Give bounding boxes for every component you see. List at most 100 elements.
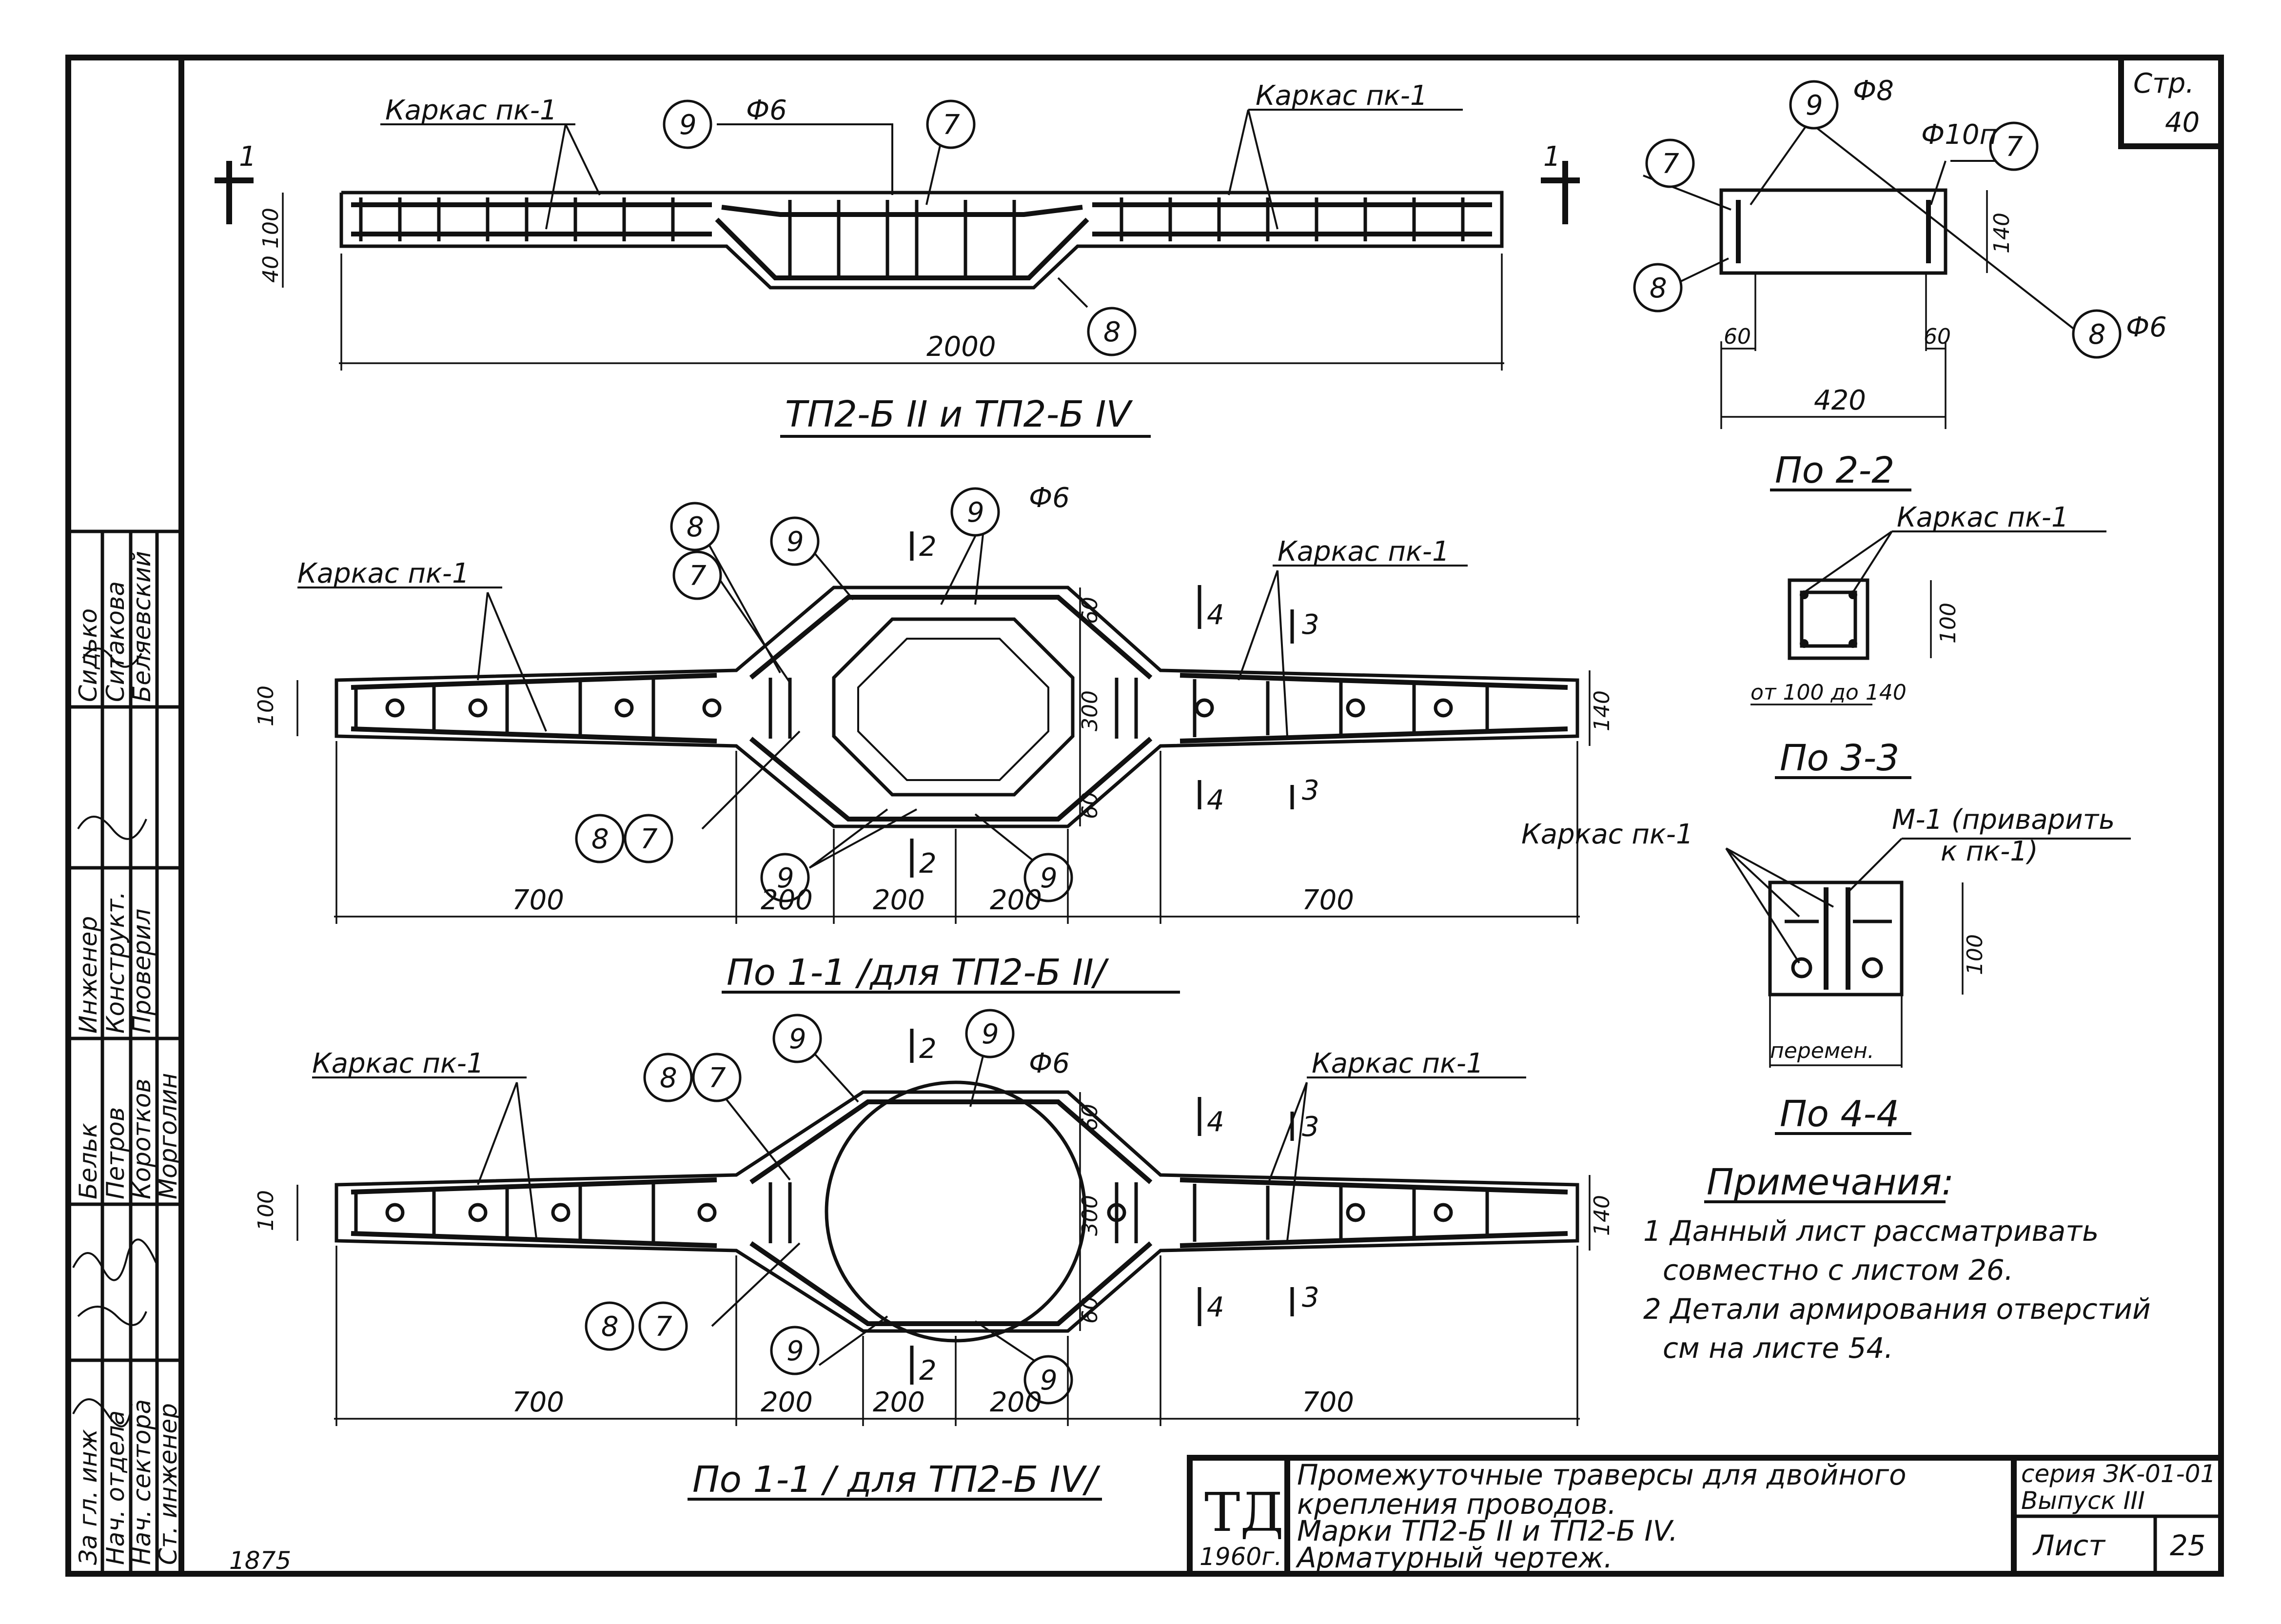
stamp-role: За гл. инж xyxy=(74,1429,102,1565)
dim-100: 100 xyxy=(254,685,278,726)
elevation-view: 1 1 2000 40 100 Каркас пк-1 Каркас пк-1 … xyxy=(215,80,1580,438)
stamp-role: Нач. отдела xyxy=(101,1410,130,1565)
cut-label: 2 xyxy=(919,1033,937,1065)
label-phi6: Ф6 xyxy=(746,95,787,126)
dim-140: 140 xyxy=(1590,1195,1614,1236)
title-elevation: ТП2-Б II и ТП2-Б IV xyxy=(785,393,1133,435)
dim-2000: 2000 xyxy=(926,331,996,363)
dim-100: 100 xyxy=(254,1190,278,1231)
dim-40-100: 40 100 xyxy=(258,208,283,283)
callout-7: 7 xyxy=(708,1062,726,1094)
dim-700: 700 xyxy=(512,884,564,916)
stamp-year: 1960г. xyxy=(1199,1543,1282,1571)
plan-tp2-b-iv: 2 2 4 4 3 3 Каркас пк-1 Каркас пк-1 Ф6 9… xyxy=(254,1009,1614,1501)
stamp-name: Коротков xyxy=(128,1078,156,1199)
callout-8: 8 xyxy=(601,1311,619,1343)
title-line: Марки ТП2-Б II и ТП2-Б IV. xyxy=(1297,1514,1678,1547)
stamp-role: Инженер xyxy=(74,916,102,1034)
callout-8: 8 xyxy=(2088,319,2106,351)
dim-700: 700 xyxy=(1302,884,1354,916)
stamp-role: Проверил xyxy=(128,909,156,1034)
cut-label: 4 xyxy=(1207,1291,1224,1323)
callout-9: 9 xyxy=(787,526,804,558)
dim-100: 100 xyxy=(1963,934,1987,975)
sheet-number: 25 xyxy=(2170,1529,2206,1562)
callout-7: 7 xyxy=(1662,148,1679,180)
plan-bolt-holes xyxy=(385,698,1453,718)
label-m1b: к пк-1) xyxy=(1941,836,2038,867)
callout-9: 9 xyxy=(787,1335,804,1367)
dim-60: 60 xyxy=(1078,597,1102,624)
callout-7: 7 xyxy=(943,109,960,141)
cut-label: 3 xyxy=(1302,609,1319,641)
dim-140: 140 xyxy=(1590,690,1614,731)
cut-label: 1 xyxy=(1543,141,1561,173)
stamp-name: Бельк xyxy=(74,1123,102,1199)
stamp-name: Ситакова xyxy=(101,581,130,702)
left-stamp: За гл. инж Нач. отдела Нач. сектора Ст. … xyxy=(72,551,291,1575)
callout-7: 7 xyxy=(655,1311,672,1343)
callout-8: 8 xyxy=(1103,316,1121,348)
cut-label: 4 xyxy=(1207,784,1224,816)
label-karkas: Каркас пк-1 xyxy=(1256,80,1428,112)
sheet-frame xyxy=(65,55,2224,1577)
sheet-label: Лист xyxy=(2032,1529,2106,1562)
notes-heading: Примечания: xyxy=(1707,1161,1954,1203)
callout-8: 8 xyxy=(591,823,609,855)
page-number-box: Стр. 40 xyxy=(2118,58,2221,149)
dim-100: 100 xyxy=(1936,603,1961,644)
callout-9: 9 xyxy=(789,1023,806,1055)
inventory-number: 1875 xyxy=(229,1546,291,1575)
title-plan-iv: По 1-1 / для ТП2-Б IV/ xyxy=(692,1459,1101,1501)
stamp-role: Конструкт. xyxy=(101,891,130,1034)
label-karkas: Каркас пк-1 xyxy=(312,1048,484,1079)
section-4-4: Каркас пк-1 М-1 (приварить к пк-1) 100 п… xyxy=(1521,804,2131,1135)
label-m1: М-1 (приварить xyxy=(1892,804,2115,836)
note-line: совместно с листом 26. xyxy=(1663,1253,2013,1287)
dim-200: 200 xyxy=(873,884,925,916)
callout-9: 9 xyxy=(982,1018,999,1050)
label-karkas: Каркас пк-1 xyxy=(1521,819,1693,850)
callout-9: 9 xyxy=(1040,1365,1058,1396)
cut-label: 3 xyxy=(1302,1111,1319,1143)
callout-7: 7 xyxy=(689,560,707,592)
dim-60: 60 xyxy=(1078,792,1102,819)
stamp-name: Морголин xyxy=(154,1073,182,1199)
cut-label: 2 xyxy=(919,1355,937,1387)
section-2-2: 9 7 7 8 8 Ф8 Ф10п Ф6 420 60 60 140 По 2-… xyxy=(1633,75,2167,491)
callout-9: 9 xyxy=(967,497,984,528)
dim-60: 60 xyxy=(1078,1104,1102,1131)
dim-range: от 100 до 140 xyxy=(1750,680,1907,705)
cut-label: 4 xyxy=(1207,599,1224,631)
signature-scribble xyxy=(72,647,157,1428)
label-phi10: Ф10п xyxy=(1921,119,1997,151)
title-section-2-2: По 2-2 xyxy=(1775,450,1894,491)
title-section-3-3: По 3-3 xyxy=(1780,737,1899,779)
callout-8: 8 xyxy=(1650,273,1667,304)
page-label: Стр. xyxy=(2133,68,2194,99)
dim-700: 700 xyxy=(1302,1387,1354,1418)
callout-7: 7 xyxy=(640,823,658,855)
label-karkas: Каркас пк-1 xyxy=(1312,1048,1484,1079)
plan-bolt-holes xyxy=(385,1203,1453,1222)
label-karkas: Каркас пк-1 xyxy=(1278,536,1450,567)
cut-label: 4 xyxy=(1207,1106,1224,1138)
callout-9: 9 xyxy=(1040,862,1058,894)
dim-60: 60 xyxy=(1724,324,1751,349)
label-phi8: Ф8 xyxy=(1853,75,1894,107)
dim-60: 60 xyxy=(1924,324,1951,349)
cut-label: 3 xyxy=(1302,1282,1319,1313)
callout-7: 7 xyxy=(2006,131,2023,163)
dim-700: 700 xyxy=(512,1387,564,1418)
callout-8: 8 xyxy=(660,1062,677,1094)
callout-8: 8 xyxy=(687,511,704,543)
plan-tp2-b-ii: 2 2 4 4 3 3 Каркас пк-1 Каркас пк-1 Ф6 8… xyxy=(254,482,1614,994)
dim-300: 300 xyxy=(1078,1195,1102,1236)
notes: Примечания: 1 Данный лист рассматривать … xyxy=(1643,1161,2151,1365)
cut-label: 2 xyxy=(919,531,937,563)
label-phi6: Ф6 xyxy=(1029,1048,1070,1079)
section-3-3: Каркас пк-1 100 от 100 до 140 По 3-3 xyxy=(1750,502,2106,779)
callout-9: 9 xyxy=(679,109,697,141)
dim-200: 200 xyxy=(990,1387,1042,1418)
